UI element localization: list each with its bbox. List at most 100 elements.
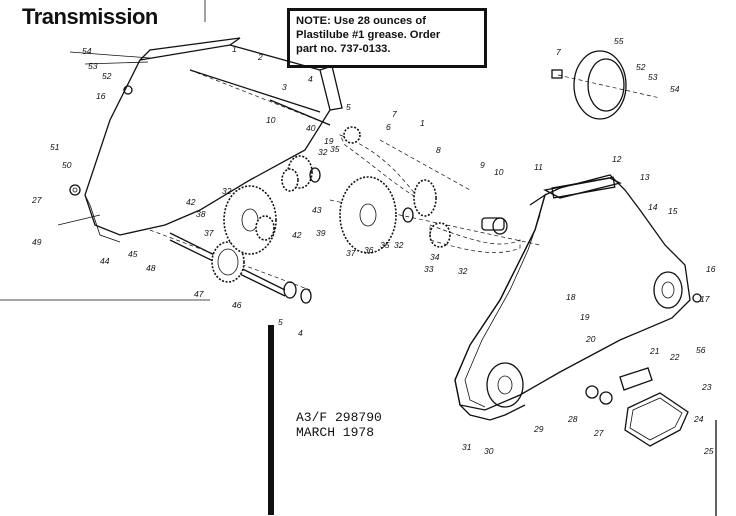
part-label-43: 43 xyxy=(312,205,322,215)
key-7 xyxy=(551,69,563,79)
sprocket-6 xyxy=(343,126,361,144)
part-label-9: 9 xyxy=(480,160,485,170)
part-label-15: 15 xyxy=(668,206,678,216)
pulley-55-inner xyxy=(587,58,625,112)
part-label-31: 31 xyxy=(462,442,472,452)
part-label-8: 8 xyxy=(436,145,441,155)
note-line-2: Plastilube #1 grease. Order xyxy=(296,29,441,41)
cover-plate-24-rim xyxy=(629,397,683,441)
part-label-10: 10 xyxy=(266,115,276,125)
part-label-19: 19 xyxy=(580,312,590,322)
bolt-49 xyxy=(57,214,101,226)
bearing-hub-right-bore xyxy=(661,281,675,299)
grease-note-box: NOTE: Use 28 ounces of Plastilube #1 gre… xyxy=(287,8,487,68)
gear-37-center-hub xyxy=(359,203,377,227)
shaft-2 xyxy=(189,69,321,113)
left-case-flange xyxy=(139,37,343,111)
part-label-53: 53 xyxy=(88,61,98,71)
drawing-stamp: A3/F 298790 MARCH 1978 xyxy=(296,410,382,440)
part-label-13: 13 xyxy=(640,172,650,182)
part-label-55: 55 xyxy=(614,36,624,46)
chain-32 xyxy=(429,224,521,253)
gear-8 xyxy=(413,179,437,217)
part-label-3: 3 xyxy=(282,82,287,92)
gear-37-center xyxy=(339,176,397,254)
part-label-33: 33 xyxy=(424,264,434,274)
part-label-7: 7 xyxy=(392,109,397,119)
bolt-54 xyxy=(69,51,151,59)
part-label-39: 39 xyxy=(316,228,326,238)
part-label-32: 32 xyxy=(394,240,404,250)
pinion-9 xyxy=(481,217,505,231)
part-label-27: 27 xyxy=(593,428,604,438)
part-label-37: 37 xyxy=(346,248,356,258)
part-label-35: 35 xyxy=(330,144,340,154)
part-label-5: 5 xyxy=(278,317,283,327)
part-label-51: 51 xyxy=(50,142,60,152)
part-label-6: 6 xyxy=(386,122,391,132)
cover-plate-24 xyxy=(624,392,689,447)
part-label-27: 27 xyxy=(31,195,42,205)
part-label-29: 29 xyxy=(533,424,544,434)
part-label-54: 54 xyxy=(82,46,92,56)
part-label-46: 46 xyxy=(232,300,242,310)
part-label-35: 35 xyxy=(380,240,390,250)
part-label-52: 52 xyxy=(636,62,646,72)
part-label-50: 50 xyxy=(62,160,72,170)
stamp-date: MARCH 1978 xyxy=(296,425,375,440)
part-label-42: 42 xyxy=(186,197,196,207)
part-label-1: 1 xyxy=(232,44,237,54)
part-label-21: 21 xyxy=(649,346,660,356)
part-label-22: 22 xyxy=(669,352,680,362)
axis-line-4 xyxy=(379,139,471,191)
bearing-27-right xyxy=(599,391,613,405)
bearing-27-left-bore xyxy=(72,187,78,193)
spring-5 xyxy=(268,325,274,515)
part-label-10: 10 xyxy=(494,167,504,177)
bearing-35-upper xyxy=(309,167,321,183)
gear-19 xyxy=(281,168,299,192)
part-label-32: 32 xyxy=(222,186,232,196)
lower-hub-31-bore xyxy=(497,375,513,395)
part-label-7: 7 xyxy=(556,47,561,57)
part-label-16: 16 xyxy=(96,91,106,101)
part-label-40: 40 xyxy=(306,123,316,133)
gear-42 xyxy=(255,215,275,241)
part-label-30: 30 xyxy=(484,446,494,456)
part-label-20: 20 xyxy=(585,334,596,344)
gear-47 xyxy=(211,241,245,283)
part-label-52: 52 xyxy=(102,71,112,81)
part-label-19: 19 xyxy=(324,136,334,146)
part-label-12: 12 xyxy=(612,154,622,164)
pulley-55 xyxy=(573,50,627,120)
left-case-half xyxy=(84,44,331,236)
sprocket-33 xyxy=(429,222,451,248)
part-label-34: 34 xyxy=(430,252,440,262)
shaft-4 xyxy=(269,99,331,126)
bracket-12-top xyxy=(551,176,616,199)
part-label-32: 32 xyxy=(318,147,328,157)
stamp-drawing-number: A3/F 298790 xyxy=(296,410,382,425)
bearing-28 xyxy=(585,385,599,399)
seal-16-left xyxy=(123,85,133,95)
part-label-11: 11 xyxy=(534,162,543,172)
part-label-14: 14 xyxy=(648,202,658,212)
left-case-edge xyxy=(84,194,121,243)
part-label-44: 44 xyxy=(100,256,110,266)
pinion-10 xyxy=(492,217,508,235)
part-label-16: 16 xyxy=(706,264,716,274)
pulley-axis xyxy=(557,74,661,99)
part-label-4: 4 xyxy=(308,74,313,84)
part-label-5: 5 xyxy=(346,102,351,112)
part-label-54: 54 xyxy=(670,84,680,94)
part-label-24: 24 xyxy=(693,414,704,424)
part-label-1: 1 xyxy=(420,118,425,128)
part-label-36: 36 xyxy=(364,245,374,255)
bolt-53 xyxy=(84,61,149,65)
part-label-49: 49 xyxy=(32,237,42,247)
part-label-53: 53 xyxy=(648,72,658,82)
part-label-37: 37 xyxy=(204,228,214,238)
